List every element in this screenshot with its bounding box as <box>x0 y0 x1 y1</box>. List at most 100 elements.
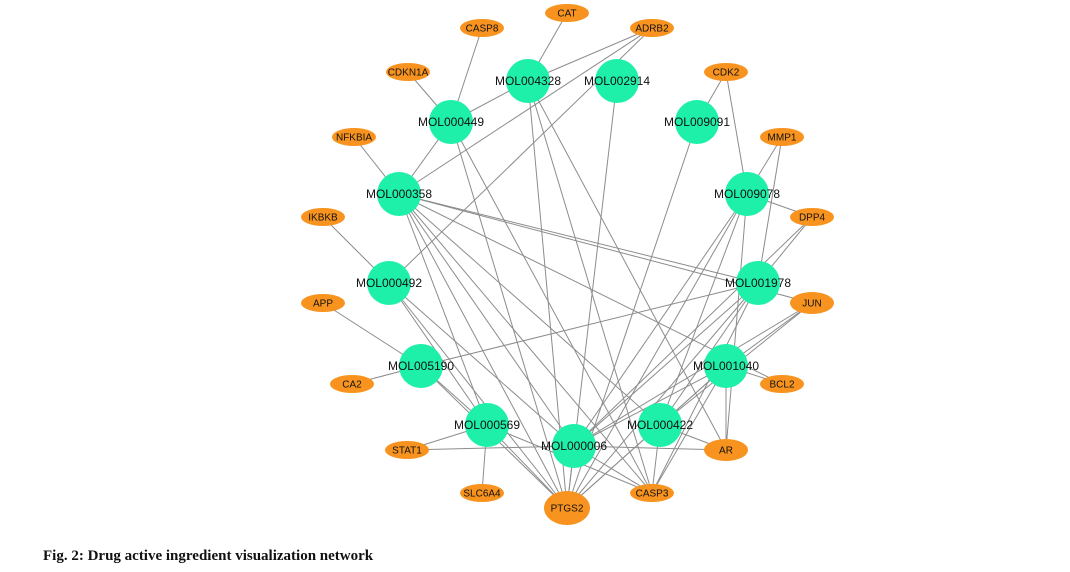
edge-mol001978-mol000006 <box>573 282 759 447</box>
target-node-shape <box>460 484 504 502</box>
target-node-shape <box>760 128 804 146</box>
target-node-ar: AR <box>704 439 748 461</box>
ingredient-node-mol000006: MOL000006 <box>541 424 607 468</box>
figure-caption: Fig. 2: Drug active ingredient visualiza… <box>43 548 374 564</box>
target-node-cdk2: CDK2 <box>704 63 748 81</box>
edge-mol009078-mol000422 <box>659 193 748 426</box>
edge-mol000358-adrb2 <box>398 27 653 195</box>
target-node-shape <box>760 375 804 393</box>
ingredient-node-shape <box>367 261 411 305</box>
ingredient-node-shape <box>506 59 550 103</box>
target-node-shape <box>704 439 748 461</box>
edge-mol000449-ptgs2 <box>450 121 568 509</box>
ingredient-node-mol000358: MOL000358 <box>366 172 432 216</box>
ingredient-node-shape <box>595 59 639 103</box>
target-node-jun: JUN <box>790 292 834 314</box>
ingredient-node-mol000449: MOL000449 <box>418 100 484 144</box>
target-node-stat1: STAT1 <box>385 441 429 459</box>
target-node-label: MMP1 <box>768 133 797 144</box>
ingredient-node-mol005190: MOL005190 <box>388 344 454 388</box>
edge-mol000492-ptgs2 <box>388 282 568 509</box>
target-node-shape <box>630 484 674 502</box>
ingredient-node-shape <box>736 261 780 305</box>
target-node-ikbkb: IKBKB <box>301 208 345 226</box>
ingredient-node-mol000422: MOL000422 <box>627 403 693 447</box>
target-node-ptgs2: PTGS2 <box>544 491 590 525</box>
ingredient-node-label: MOL009078 <box>714 187 780 201</box>
edge-mol000358-mol000006 <box>398 193 575 447</box>
ingredient-node-shape <box>429 100 473 144</box>
ingredient-node-mol001040: MOL001040 <box>693 344 759 388</box>
ingredient-node-label: MOL002914 <box>584 74 650 88</box>
target-node-slc6a4: SLC6A4 <box>460 484 504 502</box>
edge-mol001040-casp3 <box>651 365 727 494</box>
edge-mol000006-ar <box>573 445 727 451</box>
edge-mol000006-stat1 <box>406 445 575 451</box>
ingredient-node-shape <box>638 403 682 447</box>
target-node-shape <box>630 19 674 37</box>
target-node-shape <box>545 4 589 22</box>
ingredient-node-label: MOL000492 <box>356 276 422 290</box>
target-node-label: PTGS2 <box>551 504 584 515</box>
edge-mol000006-jun <box>573 302 813 447</box>
target-node-label: APP <box>313 299 333 310</box>
target-node-label: CASP3 <box>636 489 669 500</box>
edge-mol001978-mol005190 <box>420 282 759 367</box>
target-node-shape <box>330 375 374 393</box>
ingredient-node-label: MOL005190 <box>388 359 454 373</box>
ingredient-node-label: MOL000449 <box>418 115 484 129</box>
target-node-shape <box>385 441 429 459</box>
ingredient-node-label: MOL000358 <box>366 187 432 201</box>
edge-mol000492-mol000006 <box>388 282 575 447</box>
ingredient-node-mol004328: MOL004328 <box>495 59 561 103</box>
ingredient-node-mol001978: MOL001978 <box>725 261 791 305</box>
edge-mol009078-ptgs2 <box>566 193 748 509</box>
target-node-shape <box>790 292 834 314</box>
ingredient-node-mol002914: MOL002914 <box>584 59 650 103</box>
target-node-cat: CAT <box>545 4 589 22</box>
target-node-label: AR <box>719 446 733 457</box>
ingredient-node-shape <box>399 344 443 388</box>
edge-mol000358-mol001978 <box>398 193 759 284</box>
target-node-shape <box>704 63 748 81</box>
target-node-label: ADRB2 <box>635 24 669 35</box>
edge-mol000449-casp3 <box>450 121 653 494</box>
ingredient-node-label: MOL000569 <box>454 418 520 432</box>
ingredient-node-shape <box>465 403 509 447</box>
target-node-casp3: CASP3 <box>630 484 674 502</box>
ingredient-node-shape <box>675 100 719 144</box>
target-node-shape <box>544 491 590 525</box>
ingredient-node-shape <box>704 344 748 388</box>
edge-mol001978-ptgs2 <box>566 282 759 509</box>
ingredient-node-label: MOL009091 <box>664 115 730 129</box>
edge-mol000006-dpp4 <box>573 216 813 447</box>
edge-mol000358-mol000422 <box>398 193 661 426</box>
target-node-label: NFKBIA <box>336 133 372 144</box>
target-node-label: CA2 <box>342 380 362 391</box>
target-node-label: CASP8 <box>466 24 499 35</box>
ingredient-node-shape <box>725 172 769 216</box>
target-node-label: IKBKB <box>308 213 338 224</box>
target-node-nfkbia: NFKBIA <box>332 128 376 146</box>
target-node-label: CAT <box>557 9 576 20</box>
target-node-adrb2: ADRB2 <box>630 19 674 37</box>
edge-mol004328-casp3 <box>527 80 653 494</box>
target-node-shape <box>460 19 504 37</box>
ingredient-node-label: MOL000006 <box>541 439 607 453</box>
target-node-casp8: CASP8 <box>460 19 504 37</box>
target-node-shape <box>790 208 834 226</box>
edge-mol001978-mmp1 <box>757 136 783 284</box>
ingredient-node-mol009078: MOL009078 <box>714 172 780 216</box>
target-node-cdkn1a: CDKN1A <box>386 63 430 81</box>
target-node-ca2: CA2 <box>330 375 374 393</box>
target-node-shape <box>332 128 376 146</box>
target-node-dpp4: DPP4 <box>790 208 834 226</box>
ingredient-node-label: MOL001978 <box>725 276 791 290</box>
target-node-mmp1: MMP1 <box>760 128 804 146</box>
ingredient-node-label: MOL000422 <box>627 418 693 432</box>
target-node-label: CDK2 <box>713 68 740 79</box>
edge-mol004328-ar <box>527 80 727 451</box>
ingredient-node-mol000569: MOL000569 <box>454 403 520 447</box>
target-node-shape <box>301 208 345 226</box>
